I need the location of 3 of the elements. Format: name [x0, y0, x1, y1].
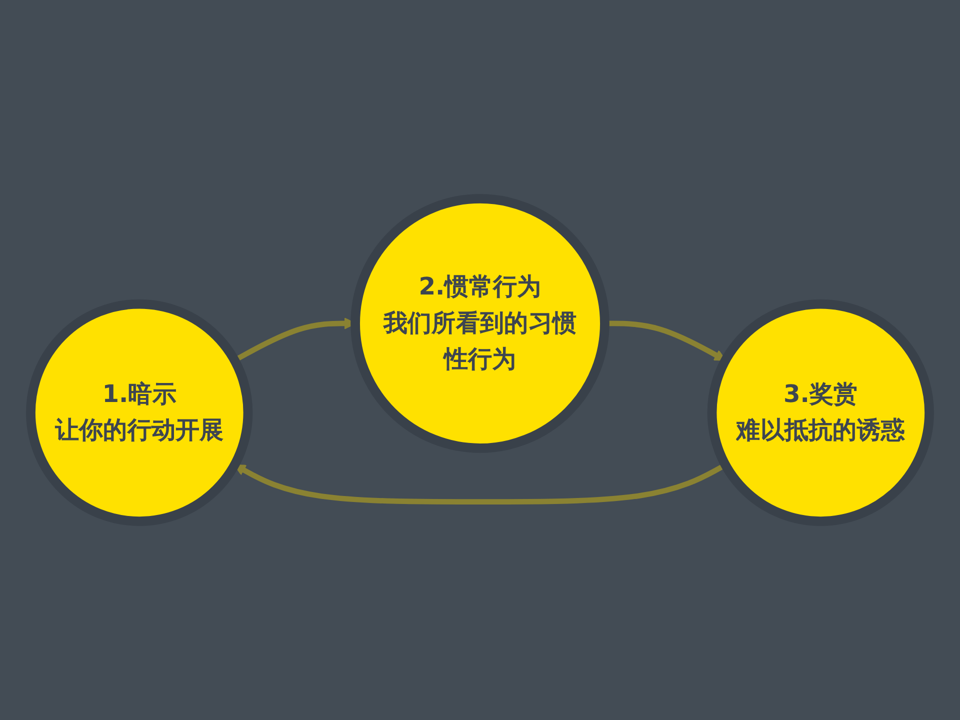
node-circle: 2.惯常行为 我们所看到的习惯性行为 [350, 194, 610, 453]
node-circle: 1.暗示 让你的行动开展 [26, 299, 253, 526]
node-circle: 3.奖赏 难以抵抗的诱惑 [707, 299, 934, 526]
